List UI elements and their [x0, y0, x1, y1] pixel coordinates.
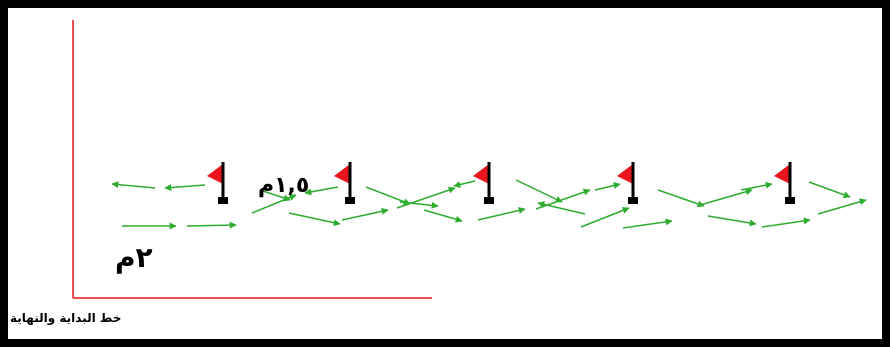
flag-icon: [207, 162, 228, 204]
arrow-icon: [740, 181, 773, 191]
arrow-icon: [423, 209, 463, 223]
arrow-icon: [365, 186, 411, 205]
arrow-icon: [808, 181, 851, 199]
arrow-icon: [304, 186, 339, 196]
arrow-icon: [111, 181, 156, 189]
arrow-icon: [580, 207, 630, 228]
arrow-icon: [288, 212, 341, 227]
arrow-icon: [817, 198, 867, 215]
arrow-icon: [259, 189, 291, 202]
arrow-icon: [761, 217, 811, 228]
start-finish-line-label: خط البداية والنهاية: [10, 311, 122, 325]
arrow-icon: [164, 184, 206, 192]
flag-icon: [774, 162, 795, 204]
arrow-icon: [707, 215, 757, 227]
arrow-icon: [453, 180, 476, 188]
flag-icon: [617, 162, 638, 204]
arrow-icon: [699, 188, 753, 206]
arrow-icon: [477, 207, 526, 221]
flag-icon: [334, 162, 355, 204]
arrow-icon: [341, 207, 389, 221]
arrow-icon: [186, 221, 237, 229]
arrow-icon: [594, 182, 621, 191]
arrow-icon: [622, 218, 673, 229]
arrow-icon: [537, 201, 586, 215]
arrow-icon: [399, 201, 439, 209]
distance-from-line-label: ٢م: [115, 241, 153, 274]
flag-icon: [473, 162, 494, 204]
arrow-icon: [535, 188, 591, 210]
arrow-icon: [657, 189, 705, 208]
distance-between-flags-label: ١,٥م: [258, 173, 310, 198]
arrow-icon: [396, 186, 456, 209]
arrow-icon: [515, 179, 563, 203]
